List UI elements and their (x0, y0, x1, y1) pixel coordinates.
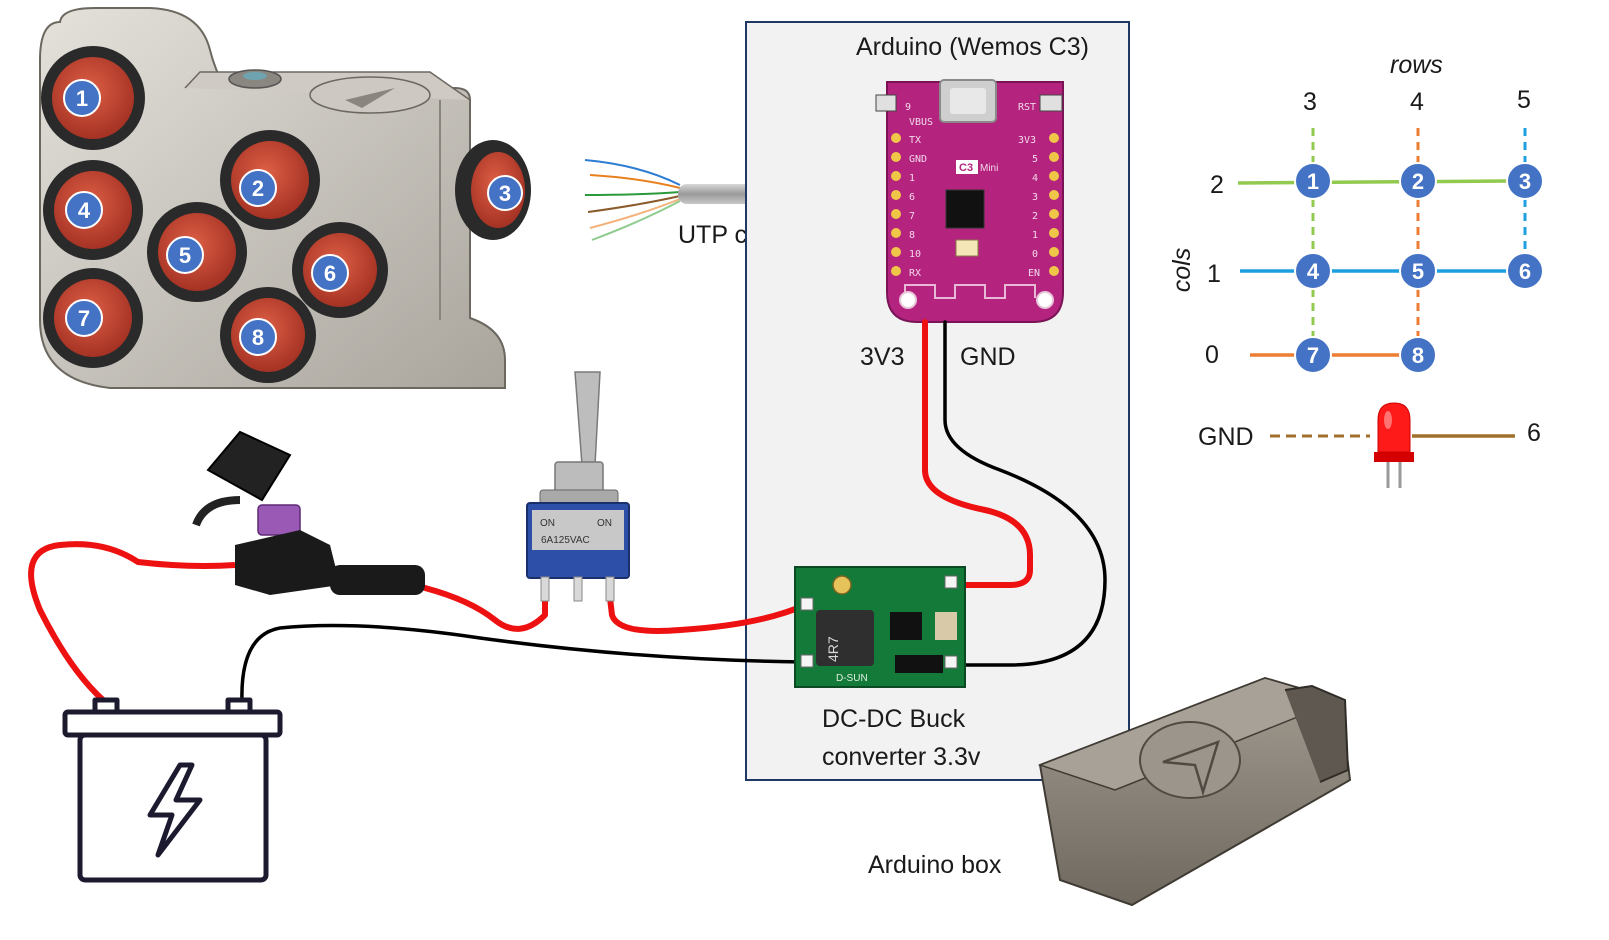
row-number-label: 3 (1303, 88, 1317, 116)
board-pin-label: 10 (909, 249, 921, 260)
board-pin-label: EN (1028, 268, 1040, 279)
rows-axis-label: rows (1390, 51, 1443, 79)
switch-on-left-label: ON (540, 518, 555, 529)
keypad-button-6: 6 (292, 222, 388, 318)
led-gnd-label: GND (1198, 423, 1254, 451)
board-pin-label: 3V3 (1018, 135, 1036, 146)
wire-battery-fuse-red (31, 544, 138, 700)
keypad-button-4: 4 (43, 160, 143, 260)
board-mini-label: Mini (980, 163, 998, 174)
matrix-node-number: 3 (1519, 169, 1531, 194)
toggle-switch: ON ON 6A125VAC (527, 372, 629, 601)
arduino-3v3-label: 3V3 (860, 343, 904, 371)
board-c3-label: C3 (959, 162, 973, 174)
matrix-node-8: 8 (1400, 337, 1436, 373)
board-pin-label: 5 (1032, 154, 1038, 165)
switch-rating-label: 6A125VAC (541, 535, 590, 546)
matrix-node-5: 5 (1400, 253, 1436, 289)
keypad-button-7: 7 (43, 268, 143, 368)
keypad-number: 8 (252, 325, 264, 350)
buck-label-line1: DC-DC Buck (822, 705, 966, 733)
board-pin-label: 1 (909, 173, 915, 184)
matrix-node-2: 2 (1400, 163, 1436, 199)
red-led-icon (1374, 403, 1414, 488)
board-boot-label: 9 (905, 102, 911, 113)
button-matrix-diagram: rows 3 4 5 cols 2 1 0 1 2 3 4 5 6 7 8 (1168, 51, 1543, 373)
matrix-node-number: 1 (1307, 169, 1319, 194)
led-pin-label: 6 (1527, 419, 1541, 447)
col-number-label: 1 (1207, 260, 1221, 288)
matrix-node-1: 1 (1295, 163, 1331, 199)
keypad-button-2: 2 (220, 130, 320, 230)
col-number-label: 2 (1210, 171, 1224, 199)
matrix-node-number: 7 (1307, 343, 1319, 368)
keypad-number: 6 (324, 261, 336, 286)
buck-inductor-label: 4R7 (825, 636, 841, 662)
matrix-node-6: 6 (1507, 253, 1543, 289)
board-pin-label: 0 (1032, 249, 1038, 260)
arduino-box-label: Arduino box (868, 851, 1002, 879)
keypad-button-5: 5 (147, 202, 247, 302)
board-pin-label: 4 (1032, 173, 1038, 184)
wemos-c3-board: VBUS GND 1 6 7 8 10 RX TX 3V3 5 4 3 2 1 … (876, 80, 1063, 322)
keypad-number: 3 (499, 181, 511, 206)
board-rst-label: RST (1018, 102, 1036, 113)
arduino-title: Arduino (Wemos C3) (856, 33, 1089, 61)
keypad-number: 5 (179, 243, 191, 268)
matrix-node-number: 4 (1307, 259, 1320, 284)
board-pin-label: 6 (909, 192, 915, 203)
battery-bolt-icon (65, 700, 280, 880)
board-pin-label: 7 (909, 211, 915, 222)
keypad-number: 4 (78, 198, 91, 223)
row-number-label: 5 (1517, 86, 1531, 114)
matrix-node-7: 7 (1295, 337, 1331, 373)
matrix-node-number: 8 (1412, 343, 1424, 368)
board-pin-label: 3 (1032, 192, 1038, 203)
board-pin-label: 2 (1032, 211, 1038, 222)
matrix-node-number: 2 (1412, 169, 1424, 194)
fuse-holder (138, 432, 425, 595)
wire-battery-buck-black (242, 626, 805, 702)
board-pin-label: 1 (1032, 230, 1038, 241)
matrix-node-number: 6 (1519, 259, 1531, 284)
keypad-button-3: 3 (455, 140, 531, 240)
board-pin-label: VBUS (909, 117, 933, 128)
arduino-gnd-label: GND (960, 343, 1016, 371)
board-pin-label: RX (909, 268, 921, 279)
keypad-button-1: 1 (41, 46, 145, 150)
switch-on-right-label: ON (597, 518, 612, 529)
keypad-number: 2 (252, 176, 264, 201)
buck-brand-label: D-SUN (836, 673, 868, 684)
keypad-number: 1 (76, 86, 88, 111)
cols-axis-label: cols (1168, 248, 1196, 292)
buck-label-line2: converter 3.3v (822, 743, 981, 771)
board-pin-label: 8 (909, 230, 915, 241)
board-pin-label: GND (909, 154, 927, 165)
wire-fuse-switch-red (425, 588, 545, 629)
matrix-node-3: 3 (1507, 163, 1543, 199)
board-pin-label: TX (909, 135, 921, 146)
matrix-node-4: 4 (1295, 253, 1331, 289)
buck-converter-board: 4R7 D-SUN (795, 567, 965, 687)
keypad-number: 7 (78, 306, 90, 331)
matrix-node-number: 5 (1412, 259, 1424, 284)
keypad-button-8: 8 (220, 287, 316, 383)
led-wiring: GND 6 (1198, 403, 1541, 488)
row-number-label: 4 (1410, 88, 1424, 116)
col-number-label: 0 (1205, 341, 1219, 369)
